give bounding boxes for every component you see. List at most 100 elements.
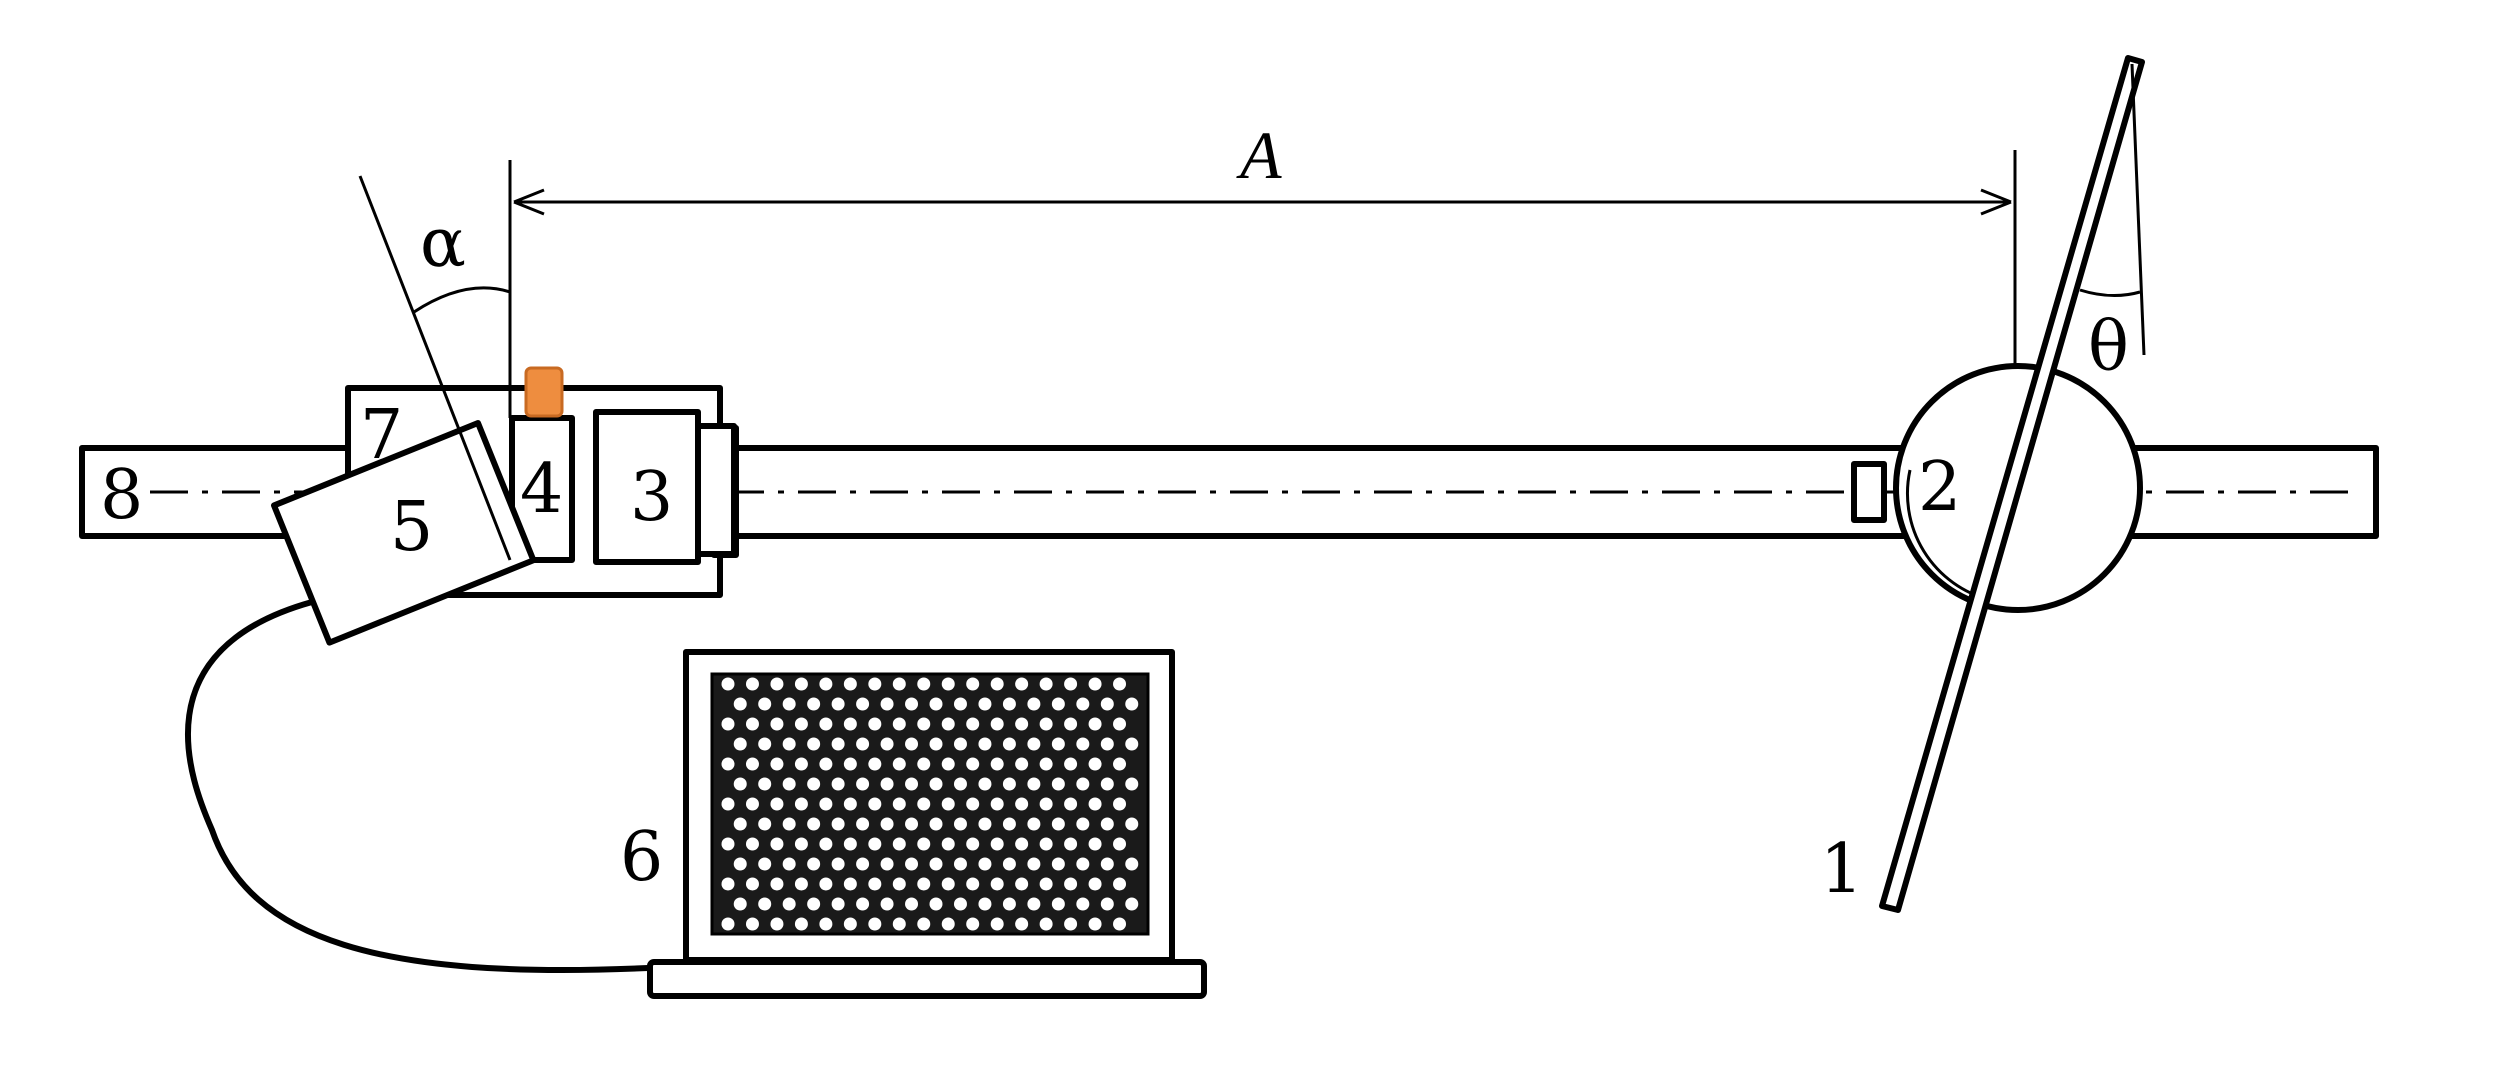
screen-dot [892,717,906,731]
screen-dot [770,877,784,891]
camera-axis-line [358,175,512,561]
screen-dot [941,757,955,771]
screen-dot [1002,817,1016,831]
screen-dot [807,737,821,751]
screen-dot [868,917,882,931]
screen-dot [1064,837,1078,851]
screen-dot [1100,777,1114,791]
screen-dot [819,677,833,691]
screen-dot [1027,697,1041,711]
screen-dot [745,677,759,691]
screen-dot [868,757,882,771]
screen-dot [917,877,931,891]
screen-dot [856,897,870,911]
screen-dot [1100,817,1114,831]
screen-dot [978,737,992,751]
screen-dot [856,857,870,871]
screen-dot [1027,737,1041,751]
screen-dot [953,697,967,711]
screen-dot [1064,717,1078,731]
screen-dot [819,797,833,811]
screen-dot [1051,817,1065,831]
screen-dot [978,897,992,911]
screen-dot [917,917,931,931]
screen-dot [880,777,894,791]
screen-dot [966,797,980,811]
screen-dot [966,837,980,851]
screen-dot [1051,857,1065,871]
screen-dot [1100,897,1114,911]
screen-dot [721,717,735,731]
screen-dot [1076,737,1090,751]
light-source [593,409,739,565]
screen-dot [745,877,759,891]
screen-dot [770,717,784,731]
screen-dot [941,677,955,691]
screen-dot [917,797,931,811]
screen-dot [978,857,992,871]
screen-dot [794,757,808,771]
screen-dot [1051,737,1065,751]
screen-dot [782,897,796,911]
screen-dot [794,717,808,731]
screen-dot [941,917,955,931]
screen-dot [1113,797,1127,811]
screen-dot [1002,897,1016,911]
screen-dot [856,817,870,831]
screen-dot [990,717,1004,731]
screen-dot [721,677,735,691]
screen-dot [892,757,906,771]
screen-dot [1027,777,1041,791]
screen-dot [1088,757,1102,771]
screen-dot [1064,677,1078,691]
screen-dot [966,677,980,691]
theta-arc [2079,288,2141,297]
screen-dot [819,877,833,891]
screen-dot [856,737,870,751]
screen-dot [721,757,735,771]
screen-dot [1125,737,1139,751]
screen-dot [733,697,747,711]
screen-dot [1125,897,1139,911]
dimension-a [508,150,2017,418]
screen-dot [770,837,784,851]
mirror [1879,55,2146,913]
screen-dot [843,837,857,851]
screen-dot [978,817,992,831]
screen-dot [1100,697,1114,711]
camera [271,420,537,646]
label-distance-a: A [1236,117,1282,193]
screen-dot [990,837,1004,851]
screen-dot [856,697,870,711]
label-angle-alpha: α [420,204,466,283]
screen-dot [978,777,992,791]
screen-dot [1051,897,1065,911]
screen-dot [1002,857,1016,871]
screen-dot [831,737,845,751]
screen-dot [917,757,931,771]
screen-dot [1051,697,1065,711]
screen-dot [1064,917,1078,931]
screen-dot [831,697,845,711]
screen-dot [794,677,808,691]
screen-dot [1088,717,1102,731]
screen-dot [745,837,759,851]
label-light-source: 3 [630,458,673,537]
screen-dot [782,777,796,791]
screen-dot [917,837,931,851]
screen-dot [917,717,931,731]
screen-dot [794,877,808,891]
screen-dot [733,857,747,871]
screen-dot [782,817,796,831]
screen-dot [953,737,967,751]
screen-dot [892,917,906,931]
screen-dot [892,677,906,691]
screen-dot [1064,757,1078,771]
screen-dot [868,837,882,851]
screen-dot [905,737,919,751]
screen-dot [758,857,772,871]
screen-dot [880,737,894,751]
screen-dot [966,757,980,771]
screen-dot [990,677,1004,691]
screen-dot [1125,777,1139,791]
